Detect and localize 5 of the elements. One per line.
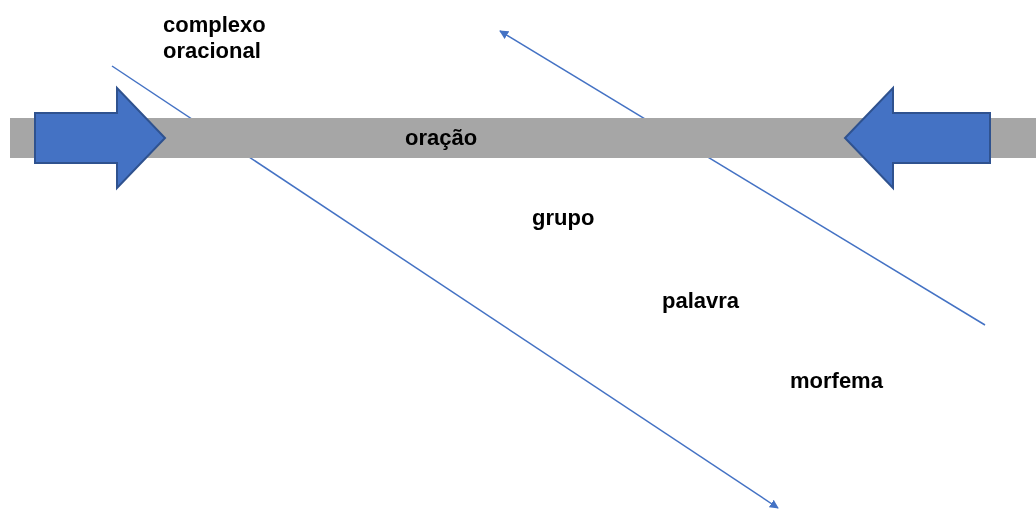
level-label: complexo oracional	[163, 12, 267, 64]
level-label: morfema	[790, 368, 884, 394]
level-label: grupo	[532, 205, 596, 231]
level-label: palavra	[662, 288, 741, 314]
band-label: oração	[405, 125, 478, 151]
